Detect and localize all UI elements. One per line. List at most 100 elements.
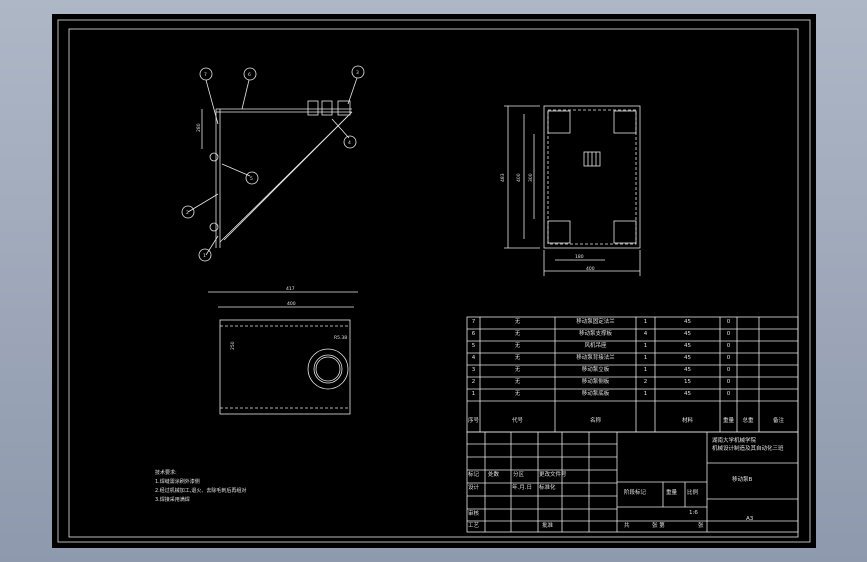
- tb-sheet-end: 张: [698, 523, 704, 529]
- bom-header-remark: 备注: [772, 418, 784, 424]
- balloon-label: 7: [204, 72, 207, 78]
- bom-cell-name: 移动泵底板: [581, 391, 610, 397]
- title-drawing-name: 移动泵B: [732, 477, 753, 483]
- bom-cell-weight: 0: [726, 343, 731, 349]
- balloon-label: 6: [248, 72, 251, 78]
- tb-zone: 分区: [513, 472, 525, 478]
- bom-cell-code: 无: [514, 319, 521, 325]
- bom-cell-code: 无: [514, 367, 521, 373]
- balloon-label: 3: [356, 70, 359, 76]
- sheet-outer-border: [57, 19, 811, 543]
- dim-top-width-inner: 400: [287, 301, 296, 307]
- bom-cell-weight: 0: [726, 355, 731, 361]
- dim-top-width-outer: 417: [286, 286, 295, 292]
- tb-process: 工艺: [468, 523, 480, 529]
- bom-cell-material: 45: [684, 355, 691, 361]
- bom-cell-no: 1: [471, 391, 476, 397]
- tb-stage: 阶段标记: [624, 490, 647, 496]
- bom-cell-no: 6: [471, 331, 476, 337]
- bom-cell-name: 移动泵背接法兰: [576, 355, 615, 361]
- bom-header-weight: 重量: [722, 418, 734, 424]
- bom-cell-name: 移动泵立板: [581, 367, 610, 373]
- bom-cell-material: 45: [684, 367, 691, 373]
- tb-std: 标准化: [539, 485, 556, 491]
- bom-cell-weight: 0: [726, 391, 731, 397]
- cad-drawing-viewport[interactable]: 280 7 6 3 4 5 2 1: [52, 14, 816, 548]
- bom-header-material: 材料: [681, 418, 693, 424]
- tb-sign-date: 年.月.日: [512, 485, 532, 491]
- bom-header-mass: 总重: [742, 418, 754, 424]
- title-block: [466, 431, 799, 533]
- tb-scale: 比例: [687, 490, 699, 496]
- bom-cell-name: 移动泵固定法兰: [576, 319, 615, 325]
- tb-approve: 批准: [542, 523, 554, 529]
- tb-sheets: 共: [624, 523, 630, 529]
- tb-scale-value: 1:6: [689, 510, 698, 516]
- bom-cell-material: 45: [684, 331, 691, 337]
- balloon-label: 4: [348, 140, 351, 146]
- bom-cell-name: 移动泵支撑板: [578, 331, 612, 337]
- balloon-label: 1: [203, 253, 206, 259]
- balloon-label: 2: [186, 210, 189, 216]
- bom-cell-no: 2: [471, 379, 476, 385]
- bom-cell-material: 15: [684, 379, 691, 385]
- front-view: 483 400 300 180 400: [500, 105, 641, 276]
- bom-cell-code: 无: [514, 331, 521, 337]
- bom-cell-code: 无: [514, 391, 521, 397]
- tb-check: 审核: [468, 511, 480, 517]
- bom-cell-qty: 1: [643, 319, 648, 325]
- bom-cell-qty: 1: [643, 355, 648, 361]
- sheet-inner-border: [68, 28, 799, 538]
- bom-cell-code: 无: [514, 379, 521, 385]
- balloon-label: 5: [250, 176, 253, 182]
- svg-text:3.焊接采用满焊: 3.焊接采用满焊: [155, 496, 190, 503]
- bom-cell-weight: 0: [726, 319, 731, 325]
- dim-height-outer: 483: [500, 173, 506, 182]
- tb-weight: 重量: [666, 490, 678, 496]
- tb-mark: 标记: [468, 472, 480, 478]
- bom-header-name: 名称: [589, 418, 601, 424]
- bom-cell-weight: 0: [726, 367, 731, 373]
- side-view: 280: [196, 100, 353, 248]
- dim-width-outer: 400: [586, 266, 595, 272]
- bill-of-materials: [466, 316, 799, 433]
- dim-height-inner: 300: [528, 173, 534, 182]
- bom-cell-qty: 1: [643, 391, 648, 397]
- bom-cell-qty: 1: [643, 367, 648, 373]
- bom-cell-name: 风机吊座: [584, 343, 607, 349]
- bom-cell-name: 移动泵侧板: [581, 379, 610, 385]
- bom-cell-no: 5: [471, 343, 476, 349]
- bom-cell-no: 4: [471, 355, 476, 361]
- bom-cell-code: 无: [514, 355, 521, 361]
- bom-cell-qty: 2: [643, 379, 648, 385]
- bom-cell-qty: 1: [643, 343, 648, 349]
- bom-header-code: 代号: [511, 418, 523, 424]
- part-balloons: 7 6 3 4 5 2 1: [181, 65, 365, 262]
- top-view: 417 400 250 R5.38: [208, 286, 358, 415]
- bom-cell-qty: 4: [643, 331, 648, 337]
- tb-sheet-of: 张 第: [652, 523, 665, 529]
- bom-cell-material: 45: [684, 319, 691, 325]
- bom-cell-weight: 0: [726, 331, 731, 337]
- dim-side-height: 280: [196, 123, 202, 132]
- tb-size: A3: [746, 516, 754, 522]
- dim-top-height: 250: [230, 341, 236, 350]
- title-dept: 机械设计制造及其自动化三班: [712, 446, 784, 452]
- svg-text:1.焊缝需涂刷外漆侧: 1.焊缝需涂刷外漆侧: [155, 478, 200, 485]
- dim-height-mid: 400: [516, 173, 522, 182]
- tb-count: 处数: [488, 472, 500, 478]
- bom-cell-material: 45: [684, 391, 691, 397]
- svg-text:2.经过机械加工,退火、去除毛刺后再组对: 2.经过机械加工,退火、去除毛刺后再组对: [155, 487, 246, 494]
- bom-cell-material: 45: [684, 343, 691, 349]
- bom-cell-weight: 0: [726, 379, 731, 385]
- bom-cell-code: 无: [514, 343, 521, 349]
- dim-width-inner: 180: [575, 254, 584, 260]
- title-company: 湖南大学机械学院: [712, 438, 757, 444]
- technical-notes: 技术要求: 1.焊缝需涂刷外漆侧 2.经过机械加工,退火、去除毛刺后再组对 3.…: [155, 469, 246, 503]
- tb-design: 设计: [468, 485, 480, 491]
- bom-cell-no: 7: [471, 319, 476, 325]
- dim-radius-note: R5.38: [334, 335, 347, 341]
- drawing-canvas: 280 7 6 3 4 5 2 1: [57, 19, 811, 543]
- svg-text:技术要求:: 技术要求:: [155, 469, 177, 476]
- bom-header-no: 序号: [467, 418, 479, 424]
